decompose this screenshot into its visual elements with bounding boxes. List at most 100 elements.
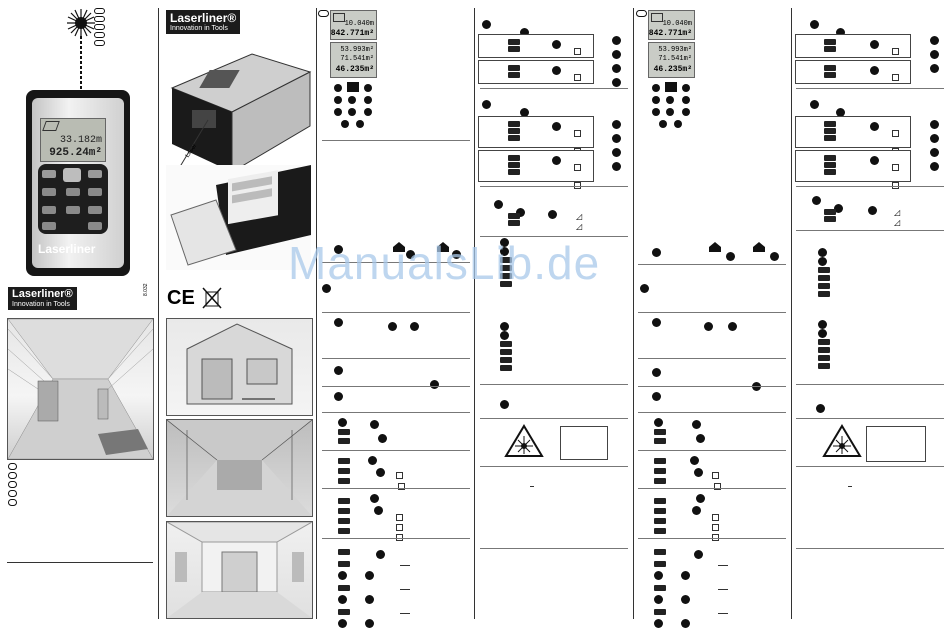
- display-box: [795, 116, 911, 148]
- column-divider: [474, 8, 475, 619]
- house-icon: [753, 242, 765, 252]
- display-line-1: 33.182m: [59, 135, 102, 146]
- divider: [638, 488, 786, 489]
- divider: [638, 358, 786, 359]
- mini-keypad-diagram: [652, 82, 690, 128]
- battery-photo: [166, 165, 311, 270]
- lcd-a-line1: 10.040m: [662, 20, 692, 28]
- lcd-b-line2: 71.541m²: [658, 55, 692, 63]
- lcd-a-line2: 842.771m²: [648, 29, 692, 38]
- divider: [796, 384, 944, 385]
- key-sequence: [338, 456, 350, 486]
- laser-warning-icon: [504, 424, 544, 457]
- laser-class-box: [560, 426, 608, 460]
- lcd-b-line2: 71.541m²: [340, 55, 374, 63]
- display-box: [795, 34, 911, 58]
- display-box: [795, 150, 911, 182]
- house-icon: [709, 242, 721, 252]
- side-buttons: [930, 118, 939, 174]
- divider: [796, 230, 944, 231]
- side-buttons: [930, 34, 939, 76]
- divider: [480, 88, 628, 89]
- display-box: [478, 34, 594, 58]
- hall-photo: [166, 419, 313, 517]
- divider: [322, 140, 470, 141]
- instruction-step: [334, 366, 343, 375]
- house-photo: [166, 318, 313, 416]
- instruction-step: [334, 245, 343, 254]
- divider: [322, 358, 470, 359]
- watermark-text: ManualsLib.de: [288, 237, 601, 289]
- house-icon: [393, 242, 405, 252]
- display-line-2: 925.24m²: [49, 147, 102, 159]
- column-divider: [316, 8, 317, 619]
- lcd-sample-a: 10.040m 842.771m²: [648, 10, 695, 40]
- lcd-b-line3: 46.235m²: [653, 65, 692, 74]
- instruction-step: [322, 284, 331, 293]
- room-photo: [7, 318, 154, 460]
- brand-logo: Laserliner® Innovation in Tools: [166, 10, 241, 34]
- column-divider: [633, 8, 634, 619]
- language-circles: [94, 8, 108, 46]
- divider: [322, 450, 470, 451]
- lcd-sample-b: 53.993m² 71.541m² 46.235m²: [330, 42, 377, 78]
- instruction-step: [652, 392, 661, 401]
- side-buttons: [612, 34, 621, 90]
- house-icon: [437, 242, 449, 252]
- wedge-icon: ◿: [576, 212, 583, 221]
- language-circle: [636, 10, 647, 17]
- key-sequence: [338, 496, 350, 536]
- language-circle: [318, 10, 329, 17]
- device-perspective-image: [170, 53, 312, 184]
- divider: [322, 312, 470, 313]
- key-sequence: [654, 456, 666, 486]
- lcd-b-line3: 46.235m²: [335, 65, 374, 74]
- divider: [796, 548, 944, 549]
- divider: [480, 384, 628, 385]
- laser-warning-icon: [822, 424, 862, 457]
- language-circles-2: [8, 463, 17, 508]
- instruction-step: [652, 368, 661, 377]
- device-brand-label: Laserliner: [38, 242, 96, 256]
- key-sequence: [654, 418, 666, 445]
- divider: [480, 466, 628, 467]
- divider: [322, 386, 470, 387]
- brand-name: Laserliner®: [170, 11, 237, 25]
- divider: [322, 488, 470, 489]
- device-display: 33.182m 925.24m²: [40, 118, 106, 162]
- column-divider: [158, 8, 159, 619]
- divider: [796, 186, 944, 187]
- weee-bin-icon: [202, 287, 222, 309]
- brand-logo: Laserliner® Innovation in Tools: [8, 287, 77, 310]
- device-body: 33.182m 925.24m² Laserliner: [26, 90, 130, 276]
- instruction-step: [652, 248, 661, 257]
- ce-mark-icon: CE: [167, 287, 195, 309]
- key-sequence: [338, 418, 350, 445]
- wedge-icon: ◿: [894, 218, 901, 227]
- lcd-sample-a: 10.040m 842.771m²: [330, 10, 377, 40]
- brand-tagline: Innovation in Tools: [12, 301, 70, 308]
- instruction-step: [334, 318, 343, 327]
- mini-keypad-diagram: [334, 82, 372, 128]
- divider: [638, 412, 786, 413]
- divider: [796, 418, 944, 419]
- laser-beam-line: [80, 36, 82, 92]
- lcd-a-line1: 10.040m: [344, 20, 374, 28]
- instruction-step: [640, 284, 649, 293]
- lcd-b-line1: 53.993m²: [340, 46, 374, 54]
- brand-tagline: Innovation in Tools: [170, 25, 228, 32]
- key-sequence: [338, 546, 375, 630]
- divider: [638, 450, 786, 451]
- laser-class-box: [866, 426, 926, 462]
- instruction-step: [652, 318, 661, 327]
- lcd-b-line1: 53.993m²: [658, 46, 692, 54]
- side-buttons: [612, 118, 621, 174]
- interior-photo: [166, 521, 313, 619]
- laser-dot-icon: [67, 9, 95, 37]
- key-sequence: [500, 322, 512, 372]
- key-sequence: [818, 320, 830, 370]
- display-box: [795, 60, 911, 84]
- divider: [322, 538, 470, 539]
- divider: [480, 186, 628, 187]
- key-sequence: [818, 248, 830, 298]
